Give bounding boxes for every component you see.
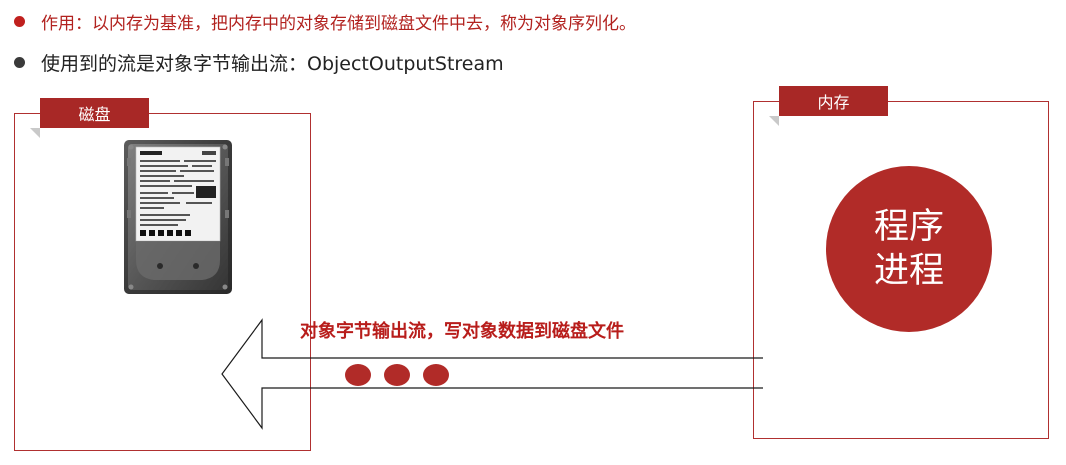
memory-label-tab: 内存 — [779, 86, 888, 116]
bullet-dot-icon — [14, 16, 25, 27]
bullet-dot-icon — [14, 57, 25, 68]
data-dot — [345, 364, 371, 386]
tab-fold-decoration — [30, 128, 40, 138]
disk-label: 磁盘 — [78, 105, 111, 124]
memory-label: 内存 — [817, 93, 850, 112]
bullet-purpose-text: 作用：以内存为基准，把内存中的对象存储到磁盘文件中去，称为对象序列化。 — [41, 14, 636, 34]
program-process-circle: 程序 进程 — [826, 166, 992, 332]
disk-box — [14, 113, 311, 451]
process-label-line-1: 程序 — [873, 207, 944, 247]
data-dots — [345, 364, 449, 386]
output-stream-arrow-icon — [221, 318, 763, 430]
bullet-stream: 使用到的流是对象字节输出流：ObjectOutputStream — [14, 49, 504, 76]
bullet-stream-text: 使用到的流是对象字节输出流：ObjectOutputStream — [41, 53, 504, 75]
data-dot — [423, 364, 449, 386]
memory-box — [753, 101, 1049, 439]
data-dot — [384, 364, 410, 386]
disk-label-tab: 磁盘 — [40, 98, 149, 128]
hard-disk-drive-icon — [124, 140, 232, 294]
tab-fold-decoration — [769, 116, 779, 126]
process-label-line-2: 进程 — [873, 251, 944, 291]
flow-label: 对象字节输出流，写对象数据到磁盘文件 — [300, 321, 624, 342]
bullet-purpose: 作用：以内存为基准，把内存中的对象存储到磁盘文件中去，称为对象序列化。 — [14, 9, 636, 34]
